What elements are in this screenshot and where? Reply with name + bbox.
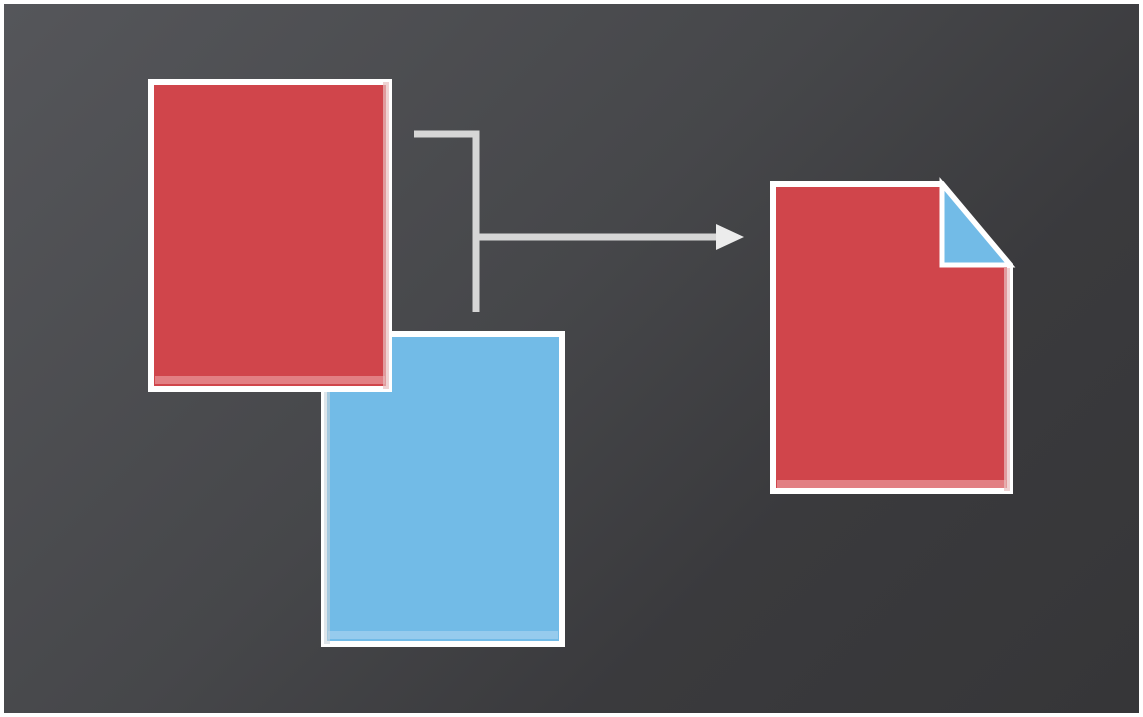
merged-document-icon [770,177,1016,494]
diagram-canvas [148,79,1016,647]
merge-documents-illustration [4,4,1139,713]
folded-corner [939,177,1016,268]
right-arrow-icon [476,224,744,250]
merge-bracket-icon [414,130,480,312]
red-document-icon [148,79,392,392]
